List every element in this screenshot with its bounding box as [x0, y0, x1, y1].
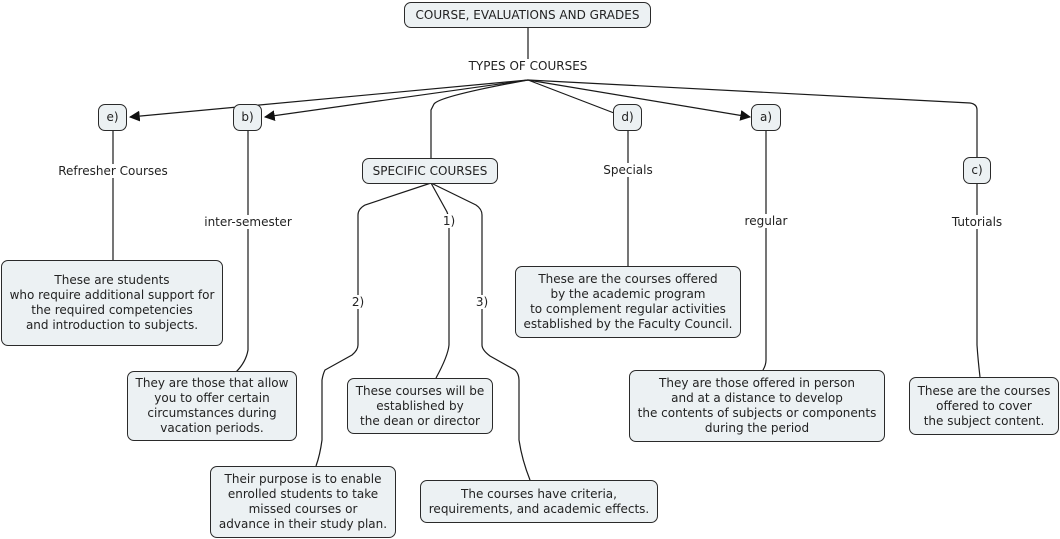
- type-d-node[interactable]: d): [613, 104, 642, 131]
- line-to-d: [527, 79, 615, 114]
- branch-marker-2: 2): [350, 295, 366, 309]
- branch-3-description[interactable]: The courses have criteria, requirements,…: [420, 480, 658, 523]
- tutorials-description[interactable]: These are the courses offered to cover t…: [909, 377, 1059, 435]
- regular-description[interactable]: They are those offered in person and at …: [629, 370, 885, 442]
- line-to-c: [527, 79, 978, 157]
- arrow-to-e: [128, 79, 529, 122]
- link-regular: regular: [743, 214, 789, 228]
- specials-description[interactable]: These are the courses offered by the aca…: [515, 266, 741, 338]
- link-refresher-courses: Refresher Courses: [57, 164, 169, 178]
- link-tutorials: Tutorials: [950, 215, 1004, 229]
- line-b-to-desc: [235, 131, 249, 373]
- root-concept[interactable]: COURSE, EVALUATIONS AND GRADES: [404, 2, 651, 28]
- line-specific-2: [315, 182, 432, 467]
- inter-semester-description[interactable]: They are those that allow you to offer c…: [127, 371, 297, 441]
- line-specific-3: [430, 182, 531, 481]
- type-a-node[interactable]: a): [751, 104, 781, 131]
- type-b-node[interactable]: b): [233, 104, 262, 131]
- link-specials: Specials: [602, 163, 654, 177]
- refresher-description[interactable]: These are students who require additiona…: [1, 260, 223, 346]
- branch-1-description[interactable]: These courses will be established by the…: [347, 378, 493, 434]
- line-specific-1: [430, 182, 450, 379]
- branch-marker-1: 1): [441, 214, 457, 228]
- line-to-specific: [430, 79, 529, 158]
- line-c-to-desc: [976, 184, 981, 378]
- line-a-to-desc: [762, 131, 767, 371]
- arrow-to-a: [527, 79, 752, 121]
- link-inter-semester: inter-semester: [203, 215, 293, 229]
- type-c-node[interactable]: c): [963, 157, 991, 184]
- specific-courses-node[interactable]: SPECIFIC COURSES: [362, 158, 498, 184]
- branch-marker-3: 3): [474, 295, 490, 309]
- branch-2-description[interactable]: Their purpose is to enable enrolled stud…: [210, 466, 396, 538]
- type-e-node[interactable]: e): [98, 104, 127, 131]
- link-types-of-courses: TYPES OF COURSES: [467, 59, 589, 73]
- arrow-to-b: [263, 79, 529, 121]
